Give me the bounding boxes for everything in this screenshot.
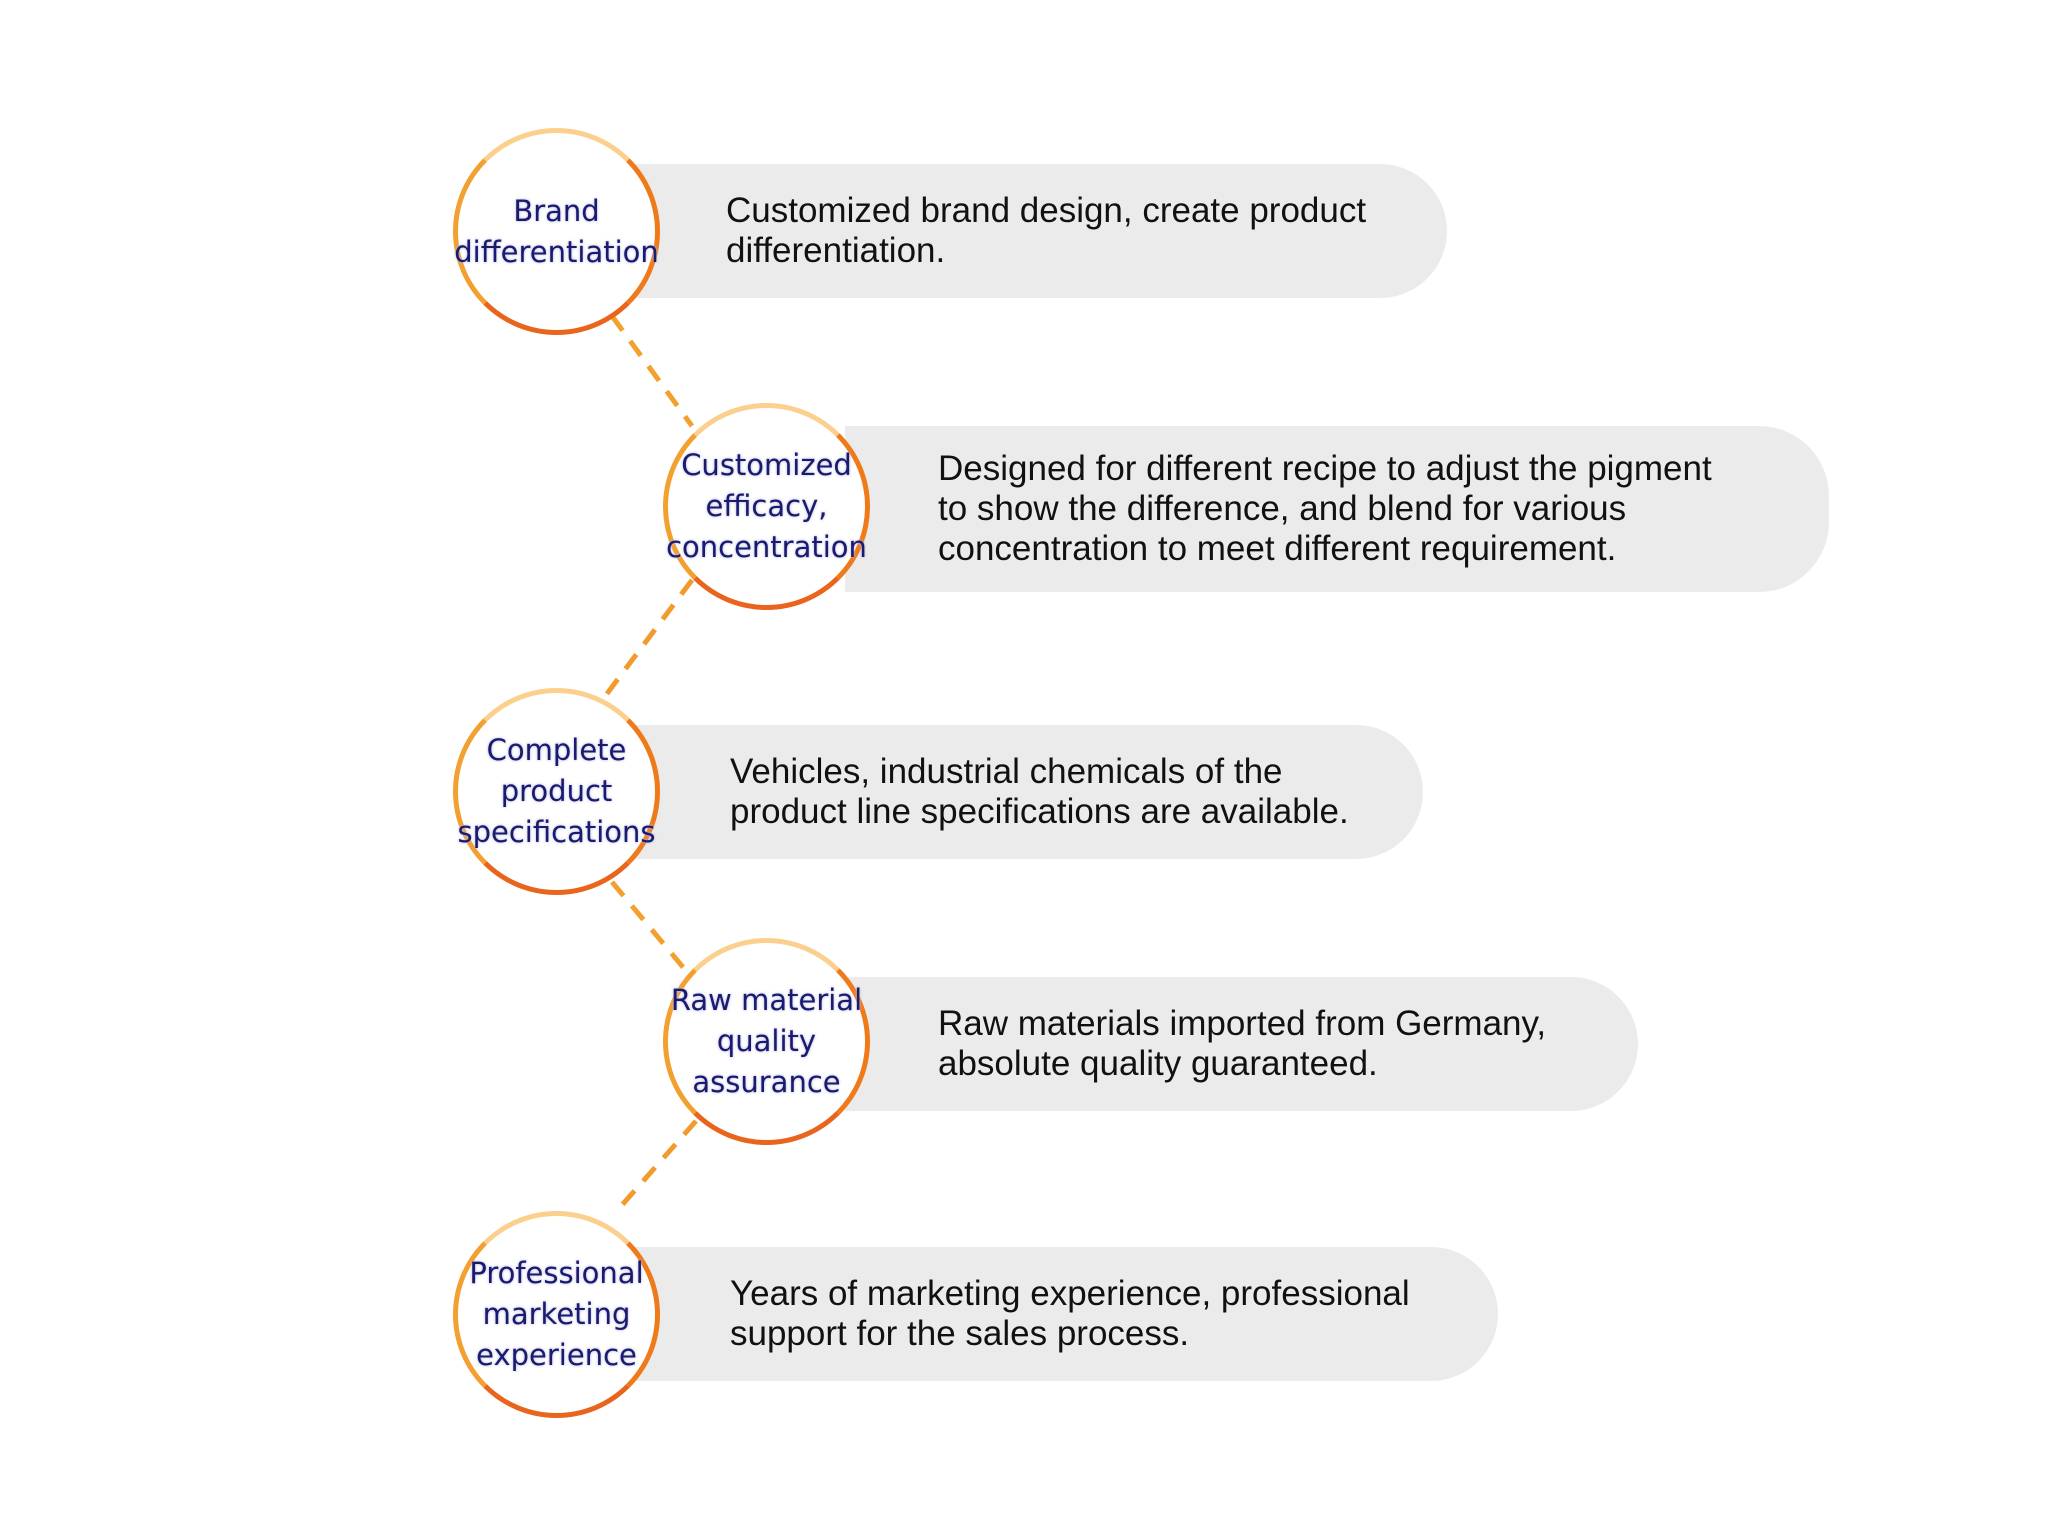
step-5-description-box: Years of marketing experience, professio… <box>630 1247 1498 1381</box>
step-2-description-box: Designed for different recipe to adjust … <box>845 426 1829 592</box>
dashed-link-1-2 <box>609 314 695 428</box>
step-2-title: Customized efficacy, concentration <box>666 448 867 564</box>
step-2-circle: Customized efficacy, concentration <box>663 403 870 610</box>
step-1-circle: Brand differentiation <box>453 128 660 335</box>
dashed-link-3-4 <box>610 880 694 980</box>
step-4-description: Raw materials imported from Germany, abs… <box>938 1004 1547 1083</box>
step-3-title: Complete product specifications <box>457 733 656 849</box>
step-5-description: Years of marketing experience, professio… <box>730 1274 1410 1353</box>
step-1-description: Customized brand design, create product … <box>726 191 1367 270</box>
step-3-description-box: Vehicles, industrial chemicals of the pr… <box>630 725 1423 859</box>
step-4-circle: Raw material quality assurance <box>663 938 870 1145</box>
dashed-link-2-3 <box>603 578 695 697</box>
step-4-title: Raw material quality assurance <box>670 983 863 1099</box>
step-1-description-box: Customized brand design, create product … <box>630 164 1447 298</box>
step-5-title: Professional marketing experience <box>469 1256 644 1372</box>
step-2-description: Designed for different recipe to adjust … <box>938 449 1712 568</box>
step-4-description-box: Raw materials imported from Germany, abs… <box>845 977 1638 1111</box>
dashed-link-4-5 <box>613 1119 698 1215</box>
step-3-circle: Complete product specifications <box>453 688 660 895</box>
step-5-circle: Professional marketing experience <box>453 1211 660 1418</box>
step-1-title: Brand differentiation <box>454 193 659 269</box>
step-3-description: Vehicles, industrial chemicals of the pr… <box>730 752 1349 831</box>
